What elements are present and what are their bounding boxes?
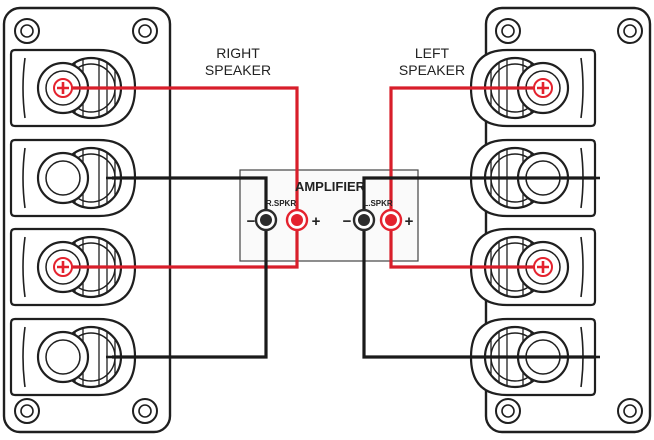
screw-icon bbox=[132, 18, 158, 44]
plus-terminal-icon bbox=[291, 214, 303, 226]
screw-icon bbox=[14, 18, 40, 44]
left-channel-label: L.SPKR bbox=[363, 199, 393, 208]
right-channel-plus-sign: + bbox=[312, 213, 321, 230]
amplifier-label: AMPLIFIER bbox=[295, 179, 366, 194]
left-negative-wire-bottom bbox=[362, 218, 594, 359]
plus-terminal-icon bbox=[57, 261, 69, 273]
left-positive-wire-top bbox=[389, 86, 543, 218]
left-speaker-label-line1: LEFT bbox=[415, 45, 450, 61]
plus-terminal-icon bbox=[537, 261, 549, 273]
right-terminal-panel bbox=[469, 6, 652, 434]
left-channel-minus-sign: − bbox=[343, 213, 352, 230]
amplifier-terminals bbox=[254, 208, 403, 232]
plus-terminal-icon bbox=[385, 214, 397, 226]
right-positive-wire-top bbox=[63, 86, 299, 218]
left-negative-wire-top bbox=[362, 176, 594, 218]
left-positive-wire-bottom bbox=[389, 218, 543, 269]
right-speaker-label-line2: SPEAKER bbox=[205, 62, 271, 78]
plus-terminal-icon bbox=[537, 82, 549, 94]
minus-terminal-icon bbox=[260, 214, 272, 226]
right-negative-wire-bottom bbox=[112, 218, 268, 359]
screw-icon bbox=[495, 398, 521, 424]
right-speaker-label-line1: RIGHT bbox=[216, 45, 260, 61]
left-channel-plus-sign: + bbox=[405, 213, 414, 230]
screw-icon bbox=[132, 398, 158, 424]
plus-terminal-icon bbox=[57, 82, 69, 94]
right-channel-minus-sign: − bbox=[247, 213, 256, 230]
minus-terminal-icon bbox=[358, 214, 370, 226]
right-positive-wire-bottom bbox=[63, 218, 299, 269]
screw-icon bbox=[617, 398, 643, 424]
screw-icon bbox=[495, 18, 521, 44]
right-negative-wire-top bbox=[112, 176, 268, 218]
left-speaker-label-line2: SPEAKER bbox=[399, 62, 465, 78]
left-terminal-panel bbox=[2, 6, 172, 434]
wires bbox=[63, 86, 594, 359]
screw-icon bbox=[617, 18, 643, 44]
screw-icon bbox=[14, 398, 40, 424]
post-symbols bbox=[53, 78, 600, 359]
right-channel-label: R.SPKR bbox=[266, 199, 296, 208]
